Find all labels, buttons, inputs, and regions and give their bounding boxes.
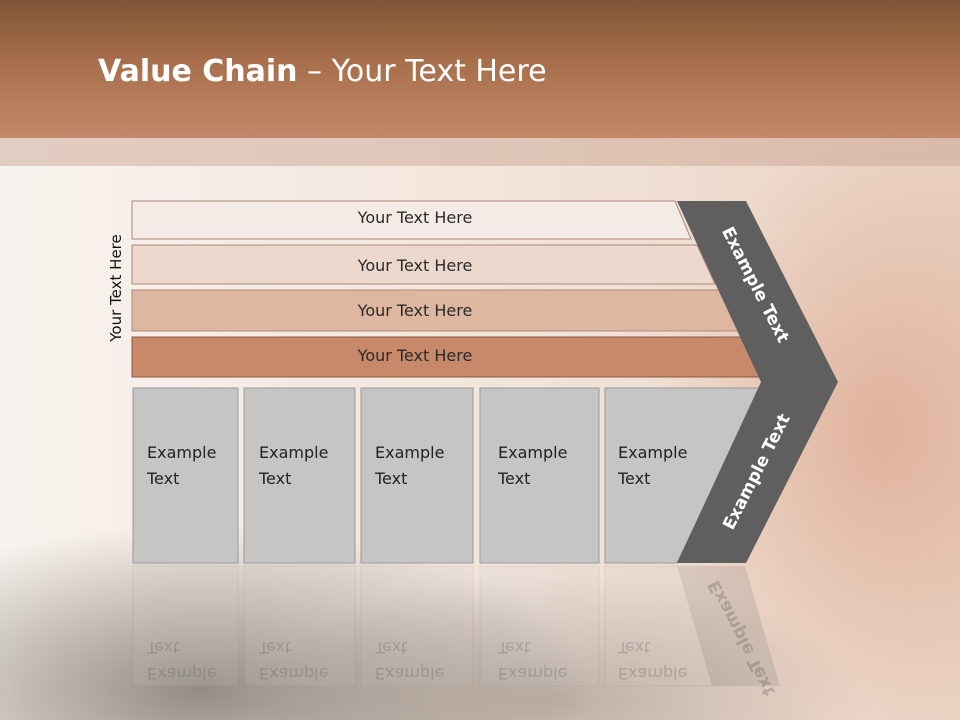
column-1-reflection-line1: Example bbox=[147, 664, 217, 683]
column-3-line1: Example bbox=[375, 443, 445, 462]
column-2-reflection-line1: Example bbox=[259, 664, 329, 683]
column-1-line2: Text bbox=[147, 469, 180, 488]
column-5-reflection-line2: Text bbox=[618, 638, 651, 657]
column-5-line1: Example bbox=[618, 443, 688, 462]
title-rest: – Your Text Here bbox=[297, 54, 547, 89]
column-2-reflection-line2: Text bbox=[259, 638, 292, 657]
header-bar bbox=[0, 0, 960, 138]
column-reflection bbox=[604, 565, 721, 687]
column-4-reflection-line1: Example bbox=[498, 664, 568, 683]
bar-3-label: Your Text Here bbox=[357, 301, 473, 320]
bar-4-label: Your Text Here bbox=[357, 346, 473, 365]
column-5-reflection-text: Example Text bbox=[618, 634, 718, 686]
column-4-reflection-line2: Text bbox=[498, 638, 531, 657]
chevron-reflection bbox=[677, 566, 780, 686]
column-reflection bbox=[243, 565, 356, 687]
reflection-group bbox=[132, 565, 780, 687]
column-4-line1: Example bbox=[498, 443, 568, 462]
column-3-line2: Text bbox=[375, 469, 408, 488]
column-1-reflection-text: Example Text bbox=[147, 634, 247, 686]
title-bold: Value Chain bbox=[98, 54, 298, 89]
column-2-line1: Example bbox=[259, 443, 329, 462]
column-3-reflection-line1: Example bbox=[375, 664, 445, 683]
column-3[interactable] bbox=[360, 387, 474, 564]
bar-1[interactable] bbox=[131, 200, 692, 240]
column-3-reflection-text: Example Text bbox=[375, 634, 475, 686]
column-4-line2: Text bbox=[498, 469, 531, 488]
column-4-reflection-text: Example Text bbox=[498, 634, 598, 686]
header-band bbox=[0, 138, 960, 166]
column-5-line2: Text bbox=[618, 469, 651, 488]
column-reflection bbox=[479, 565, 600, 687]
column-1[interactable] bbox=[132, 387, 239, 564]
column-2-line2: Text bbox=[259, 469, 292, 488]
column-2-reflection-text: Example Text bbox=[259, 634, 359, 686]
bar-1-label: Your Text Here bbox=[357, 208, 473, 227]
column-4[interactable] bbox=[479, 387, 600, 564]
column-reflection bbox=[132, 565, 239, 687]
bar-2[interactable] bbox=[131, 244, 716, 285]
chevron-arrow[interactable] bbox=[677, 201, 838, 563]
column-1-reflection-line2: Text bbox=[147, 638, 180, 657]
slide-title[interactable]: Value Chain – Your Text Here bbox=[98, 54, 547, 89]
bar-2-label: Your Text Here bbox=[357, 256, 473, 275]
column-5-reflection-line1: Example bbox=[618, 664, 688, 683]
column-2[interactable] bbox=[243, 387, 356, 564]
column-reflection bbox=[360, 565, 474, 687]
column-3-reflection-line2: Text bbox=[375, 638, 408, 657]
column-1-line1: Example bbox=[147, 443, 217, 462]
